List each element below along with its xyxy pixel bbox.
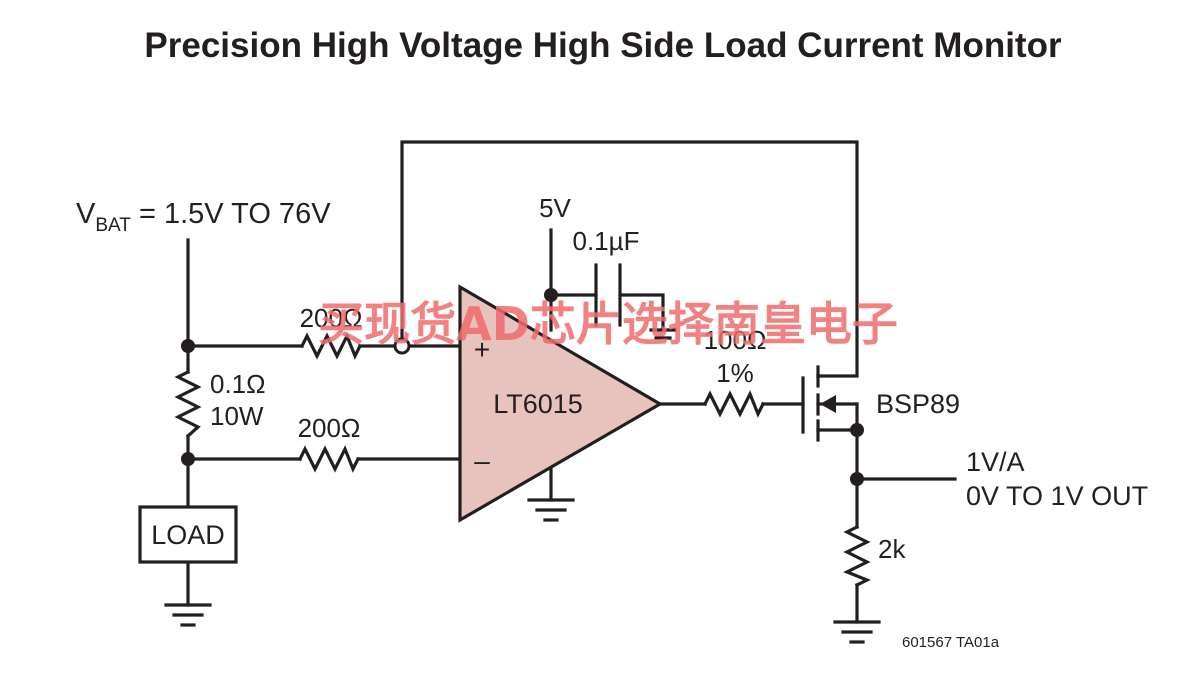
junction-dot <box>850 472 864 486</box>
ground-icon <box>527 498 575 522</box>
figure-code: 601567 TA01a <box>902 634 1000 651</box>
output-range-label: 0V TO 1V OUT <box>966 481 1148 511</box>
junction-dot <box>181 452 195 466</box>
r-sense-value-label: 0.1Ω <box>210 369 266 399</box>
resistor-sense <box>174 369 202 439</box>
junction-dot <box>181 339 195 353</box>
watermark-text: 买现货AD芯片选择南皇电子 <box>318 297 898 351</box>
page-title: Precision High Voltage High Side Load Cu… <box>144 26 1062 65</box>
junctions <box>181 288 864 486</box>
r-gate-tol-label: 1% <box>716 358 754 388</box>
r-out-label: 2k <box>878 534 906 564</box>
r-gate-value-label: 100Ω <box>704 325 767 355</box>
supply-label: 5V <box>539 193 571 223</box>
junction-dot <box>544 288 558 302</box>
r-minus-label: 200Ω <box>298 413 361 443</box>
load-label: LOAD <box>151 520 225 550</box>
resistor-gate <box>702 390 766 418</box>
r-plus-label: 200Ω <box>300 303 363 333</box>
junction-dot <box>393 337 411 355</box>
cap-label: 0.1µF <box>572 226 639 256</box>
ground-icon <box>833 620 881 644</box>
r-sense-power-label: 10W <box>210 401 264 431</box>
opamp-minus-sign: – <box>474 445 490 476</box>
ground-icon <box>649 328 677 340</box>
resistor-rminus <box>297 445 361 473</box>
opamp-label: LT6015 <box>493 389 583 419</box>
ground-icon <box>164 603 212 627</box>
mosfet-label: BSP89 <box>876 389 960 419</box>
opamp-plus-sign: + <box>474 334 490 365</box>
resistor-2k <box>843 524 871 588</box>
vbat-label: VBAT = 1.5V TO 76V <box>76 198 331 236</box>
feedback-wire <box>400 140 859 378</box>
mosfet-symbol <box>801 365 859 442</box>
output-scale-label: 1V/A <box>966 447 1025 477</box>
load-box <box>138 505 238 564</box>
opamp-triangle <box>458 284 664 523</box>
capacitor <box>594 263 622 327</box>
cap-ground-wire <box>618 293 665 332</box>
resistor-rplus <box>299 332 363 360</box>
